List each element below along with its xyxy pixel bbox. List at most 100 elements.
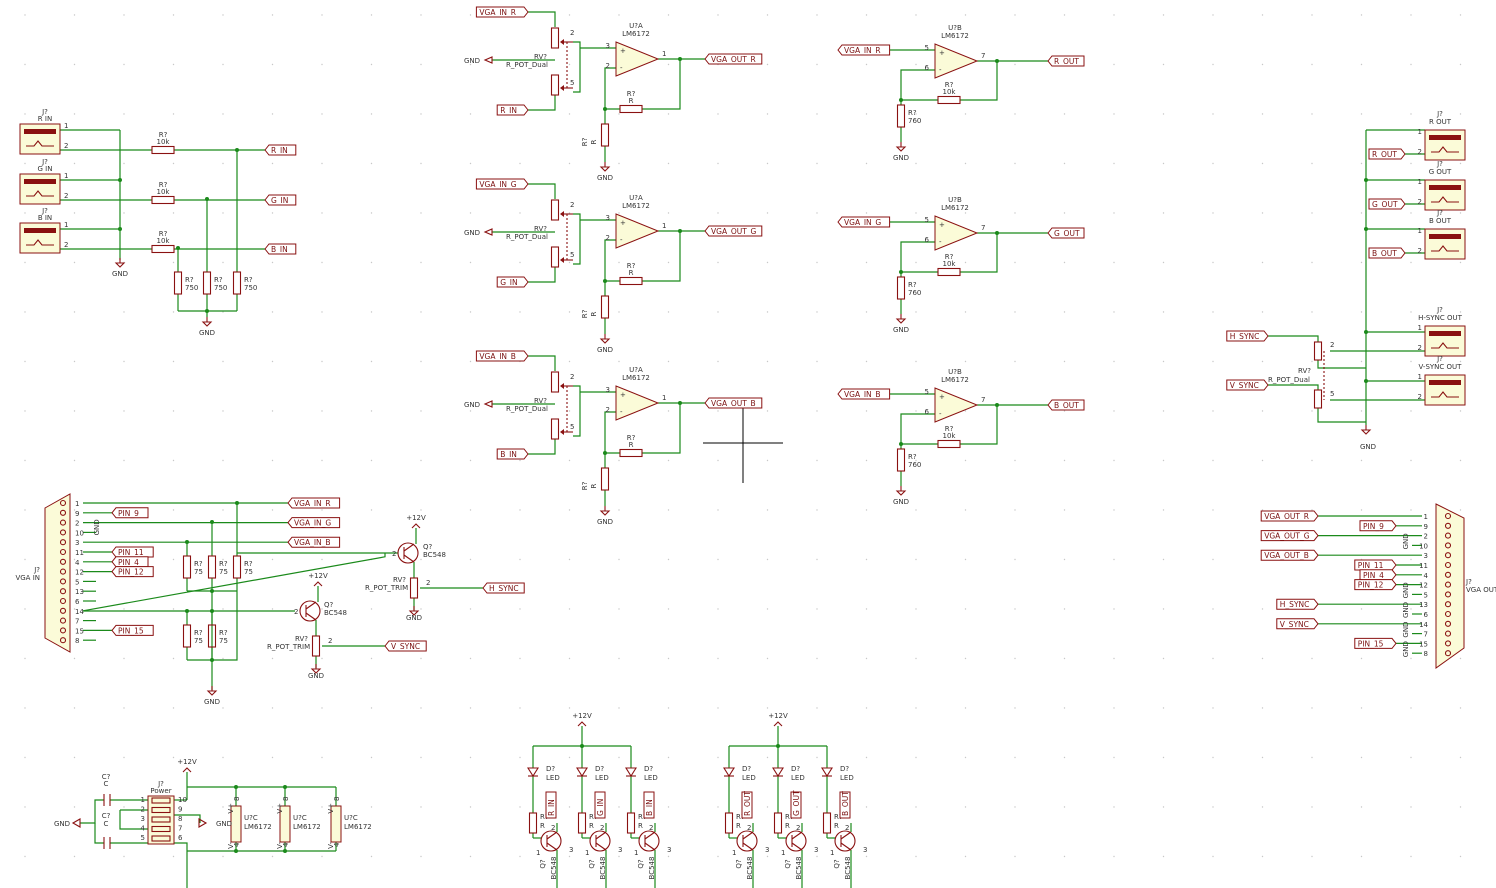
grid-dot	[172, 113, 175, 115]
pot-arrow	[560, 257, 564, 263]
db15-out-pin	[1444, 620, 1452, 627]
out-pin9-net-text: PIN_9	[1363, 522, 1384, 531]
vga-term-res-ref: R?	[219, 560, 228, 568]
terminator-resistor	[232, 271, 242, 295]
jack-pin	[1429, 234, 1461, 239]
terminator-resistor-value: 750	[185, 284, 198, 292]
grid-dot	[1459, 311, 1462, 313]
grid-dot	[24, 113, 26, 115]
grid-dot	[370, 261, 373, 264]
grid-dot	[1113, 855, 1115, 858]
grid-dot	[1212, 806, 1214, 808]
gnd-arrow	[1360, 429, 1372, 435]
vga-in-b-net	[287, 536, 341, 548]
grid-dot	[1360, 261, 1363, 264]
power-pin-pad	[151, 825, 171, 833]
grid-dot	[1212, 459, 1214, 462]
power-pin-pad	[151, 797, 171, 804]
grid-dot	[370, 459, 373, 462]
transistor-emitter	[595, 842, 607, 851]
db15-in-pin-num: 10	[75, 529, 84, 537]
q-value: BC548	[746, 857, 754, 880]
junction-dot	[234, 849, 238, 853]
q-pin: 1	[781, 849, 785, 857]
wire	[960, 405, 998, 445]
led-resistor	[773, 812, 783, 834]
grid-dot	[568, 162, 571, 165]
db15-in-pin-num: 3	[75, 539, 79, 547]
grid-dot	[816, 212, 818, 214]
opamp-ref: U?A	[629, 366, 643, 374]
db15-in-label: VGA IN	[15, 574, 40, 582]
grid-dot	[321, 212, 323, 214]
input-resistor	[151, 195, 175, 205]
grid-dot	[1410, 14, 1412, 16]
grid-dot	[1261, 14, 1264, 16]
junction-dot	[234, 785, 238, 789]
gnd-text: GND	[464, 401, 480, 409]
junction-dot	[1364, 330, 1368, 334]
grid-dot	[915, 311, 917, 313]
led-res-val: R	[589, 822, 594, 830]
opamp-plus: +	[620, 219, 626, 227]
grid-dot	[1311, 459, 1313, 462]
grid-dot	[1014, 806, 1016, 808]
pot-ref: RV?	[534, 53, 547, 61]
db15-in-pin	[59, 539, 67, 546]
wire	[174, 814, 201, 823]
grid-dot	[519, 63, 521, 66]
grid-dot	[420, 63, 422, 66]
grid-dot	[1014, 113, 1016, 115]
grid-dot	[1360, 113, 1363, 115]
feedback-resistor-value: R	[629, 97, 634, 105]
led-net-box	[594, 791, 606, 819]
q-value: BC548	[550, 857, 558, 880]
jack-shape	[26, 140, 54, 147]
grid-dot	[717, 806, 719, 808]
grid-dot	[1410, 360, 1412, 363]
grid-dot	[73, 558, 76, 561]
grid-dot	[816, 657, 818, 660]
grid-dot	[73, 162, 76, 165]
grid-dot	[172, 855, 175, 858]
grid-dot	[1311, 410, 1313, 412]
grid-dot	[469, 63, 472, 66]
grid-dot	[816, 360, 818, 363]
grid-dot	[964, 509, 967, 511]
grid-dot	[618, 14, 620, 16]
vga-term-res-value: 75	[194, 637, 203, 645]
trim-pin: 2	[426, 579, 430, 587]
opamp-pin-out: 7	[981, 224, 985, 232]
grid-dot	[1212, 311, 1214, 313]
grid-dot	[519, 410, 521, 412]
input-net-label	[264, 144, 297, 156]
grid-dot	[1162, 261, 1165, 264]
vga-term-res-value: 75	[194, 568, 203, 576]
pot-pin: 2	[1330, 341, 1334, 349]
grid-dot	[1113, 162, 1115, 165]
grid-dot	[1410, 261, 1412, 264]
q-ref: Q?	[423, 543, 433, 551]
grid-dot	[370, 14, 373, 16]
vga-out-r-net	[1260, 510, 1319, 522]
feedback-resistor	[619, 104, 643, 114]
grid-dot	[321, 509, 323, 511]
grid-dot	[1459, 806, 1462, 808]
grid-dot	[618, 608, 620, 610]
jack-pin2: 2	[1418, 198, 1422, 206]
db15-out-pin	[1444, 591, 1452, 598]
grid-dot	[766, 311, 769, 313]
led-res-val: R	[638, 822, 643, 830]
grid-dot	[321, 14, 323, 16]
q-pin: 2	[796, 824, 800, 832]
grid-dot	[865, 608, 868, 610]
grid-dot	[816, 707, 818, 709]
dual-pot-a	[550, 371, 560, 393]
gnd-text: GND	[464, 229, 480, 237]
gnd-text: GND	[204, 698, 220, 706]
dual-pot-a	[550, 27, 560, 49]
q-ref: Q?	[324, 601, 334, 609]
grid-dot	[1261, 707, 1264, 709]
gnd-arrow	[895, 146, 907, 152]
grid-dot	[420, 311, 422, 313]
